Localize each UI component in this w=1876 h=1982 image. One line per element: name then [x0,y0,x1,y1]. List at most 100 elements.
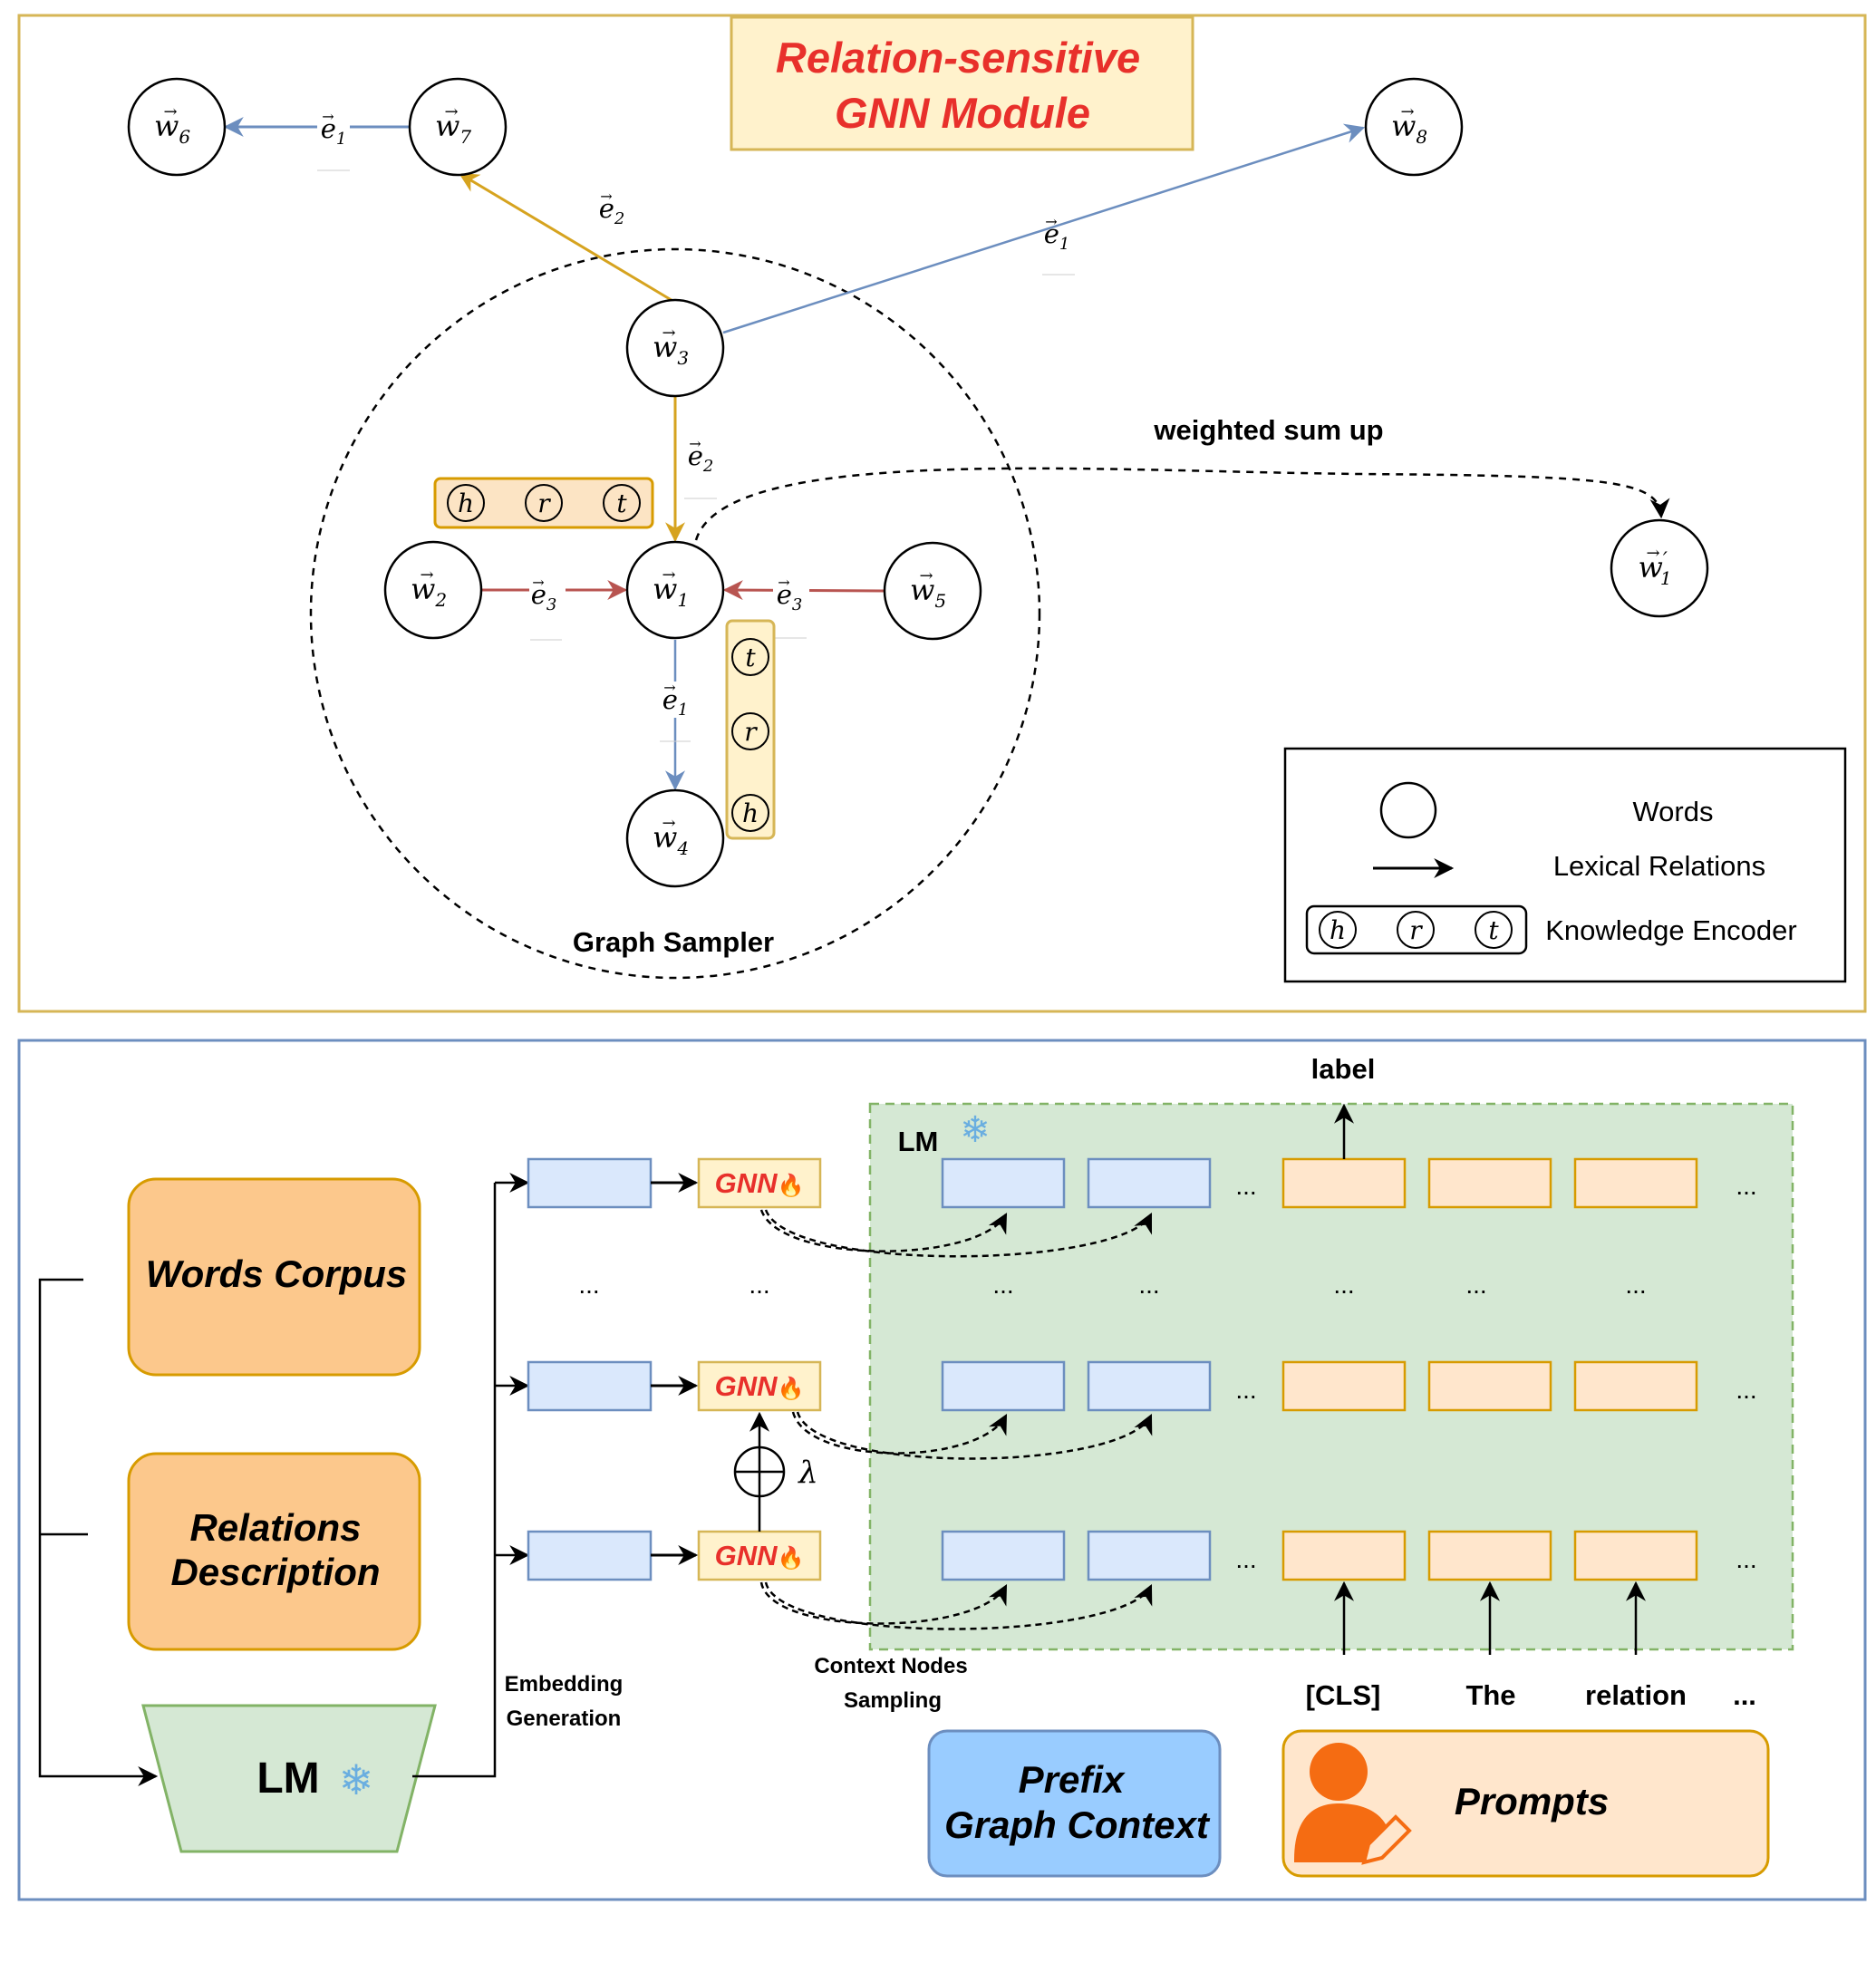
ellipses: ... ... ... ... ... ... ... ... ... ... … [578,1172,1756,1573]
knowledge-encoder-vertical: t r h [725,619,776,840]
svg-text:w5: w5 [910,573,946,612]
embedding-box-2 [527,1360,653,1412]
prefix-graph-context-box: Prefix Graph Context [927,1729,1222,1878]
edge-w3-w8 [722,123,1366,334]
svg-text:→: → [420,566,433,585]
svg-text:w4: w4 [653,820,689,859]
lm-output-line [412,1183,497,1778]
knowledge-encoder-horizontal: h r t [433,477,654,529]
node-w4: w4 → [625,788,725,888]
svg-text:...: ... [749,1271,769,1299]
node-w6: w6 → [127,77,227,177]
gnn-fire-icon: 🔥 [778,1545,805,1571]
graph-sampler-label: Graph Sampler [573,926,774,958]
token-row-2 [1281,1360,1698,1412]
lm-encoder: LM ❄ [141,1704,437,1853]
svg-text:w1: w1 [653,572,689,611]
prefix-label-line1: Prefix [1019,1758,1126,1801]
node-w2: w2 → [383,540,483,640]
weighted-sum-arrow [694,467,1670,541]
svg-text:→: → [1045,213,1057,230]
words-corpus-box: Words Corpus [127,1177,421,1377]
svg-text:r: r [1409,915,1423,945]
token-row-1 [1281,1157,1698,1209]
svg-text:→: → [689,435,701,452]
legend-word-icon [1379,781,1437,839]
svg-text:→: → [600,188,612,205]
edge-label-e1-right: e1 → [1042,213,1075,276]
source-bracket [38,1278,159,1786]
svg-text:GNN🔥: GNN🔥 [715,1167,805,1199]
lambda-label: λ [797,1455,818,1491]
legend-encoder-label: Knowledge Encoder [1545,914,1796,946]
svg-text:...: ... [1736,1545,1756,1573]
prefix-row-3 [941,1530,1212,1581]
svg-text:→: → [444,102,458,121]
svg-text:...: ... [1138,1271,1159,1299]
svg-text:w2: w2 [411,572,447,611]
gnn-box-1: GNN🔥 [697,1157,822,1209]
edge-label-e2-upper: e2 → [599,188,625,228]
relations-description-box: Relations Description [127,1452,421,1651]
gnn-fire-icon: 🔥 [778,1376,805,1401]
weighted-sum-label: weighted sum up [1153,414,1383,446]
node-w3: w3 → [625,298,725,398]
module-title: Relation-sensitive GNN Module [730,15,1194,151]
inner-lm-label: LM [898,1126,939,1157]
svg-text:h: h [1330,915,1346,945]
svg-text:w′1: w′1 [1638,549,1671,589]
embedding-label-line2: Generation [507,1706,622,1731]
svg-text:GNN🔥: GNN🔥 [715,1370,805,1402]
svg-text:...: ... [1736,1172,1756,1200]
legend-relations-label: Lexical Relations [1553,850,1765,882]
relations-label-line2: Description [170,1551,380,1593]
svg-text:...: ... [1465,1271,1486,1299]
svg-text:h: h [458,488,474,518]
edge-label-e3-left: e3 → [529,574,566,641]
gnn-box-3: GNN🔥 [697,1530,822,1581]
edge-label-e1-top: e1 → [317,108,350,171]
edge-label-e1-bottom: e1 → [657,679,693,742]
svg-text:r: r [537,488,551,518]
svg-text:t: t [745,643,756,672]
context-label-line2: Sampling [844,1688,942,1713]
svg-text:w3: w3 [653,330,689,369]
lm-snowflake-icon: ❄ [339,1756,374,1803]
token-cls: [CLS] [1306,1679,1381,1711]
svg-text:→: → [532,574,544,591]
gnn-box-2: GNN🔥 [697,1360,822,1412]
relations-label-line1: Relations [189,1506,361,1549]
svg-text:e1: e1 [1044,218,1070,254]
lm-label: LM [256,1755,319,1803]
svg-text:...: ... [1235,1376,1256,1404]
embedding-label-line1: Embedding [505,1672,624,1697]
label-output: label [1311,1053,1376,1085]
context-label-line1: Context Nodes [814,1654,967,1678]
prefix-label-line2: Graph Context [944,1803,1211,1846]
svg-text:→: → [919,566,933,585]
prompts-label: Prompts [1455,1780,1609,1822]
token-row-3 [1281,1530,1698,1581]
node-w1-prime: w′1 → [1610,518,1709,618]
svg-text:...: ... [1235,1172,1256,1200]
context-arrows [759,1209,1153,1630]
embedding-box-3 [527,1530,653,1581]
module-title-line2: GNN Module [835,89,1090,137]
graph-sampler-circle [309,247,1041,980]
svg-text:e2: e2 [599,193,625,228]
gnn-fire-icon: 🔥 [778,1173,805,1198]
svg-text:→: → [322,108,334,125]
svg-text:→: → [1646,544,1659,563]
svg-text:r: r [744,717,758,747]
prefix-row-2 [941,1360,1212,1412]
svg-text:...: ... [992,1271,1013,1299]
edge-label-e2-vertical: e2 → [684,435,720,499]
prefix-row-1 [941,1157,1212,1209]
token-ellipsis: ... [1733,1679,1756,1711]
legend: Words Lexical Relations h r t Knowledge … [1283,747,1847,983]
inner-lm-snowflake-icon: ❄ [960,1110,991,1150]
edge-w3-w7 [459,172,675,304]
svg-text:...: ... [1625,1271,1646,1299]
svg-text:e3: e3 [531,579,557,614]
